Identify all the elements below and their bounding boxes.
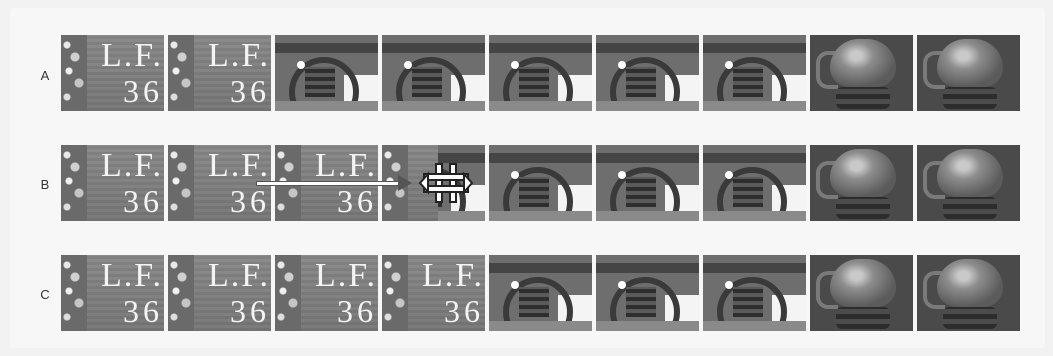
frame-text: L.F. 36 bbox=[61, 35, 166, 111]
right-arrow-icon bbox=[257, 182, 403, 185]
frame-jar bbox=[810, 145, 915, 221]
strip-row-c: L.F. 36 L.F. 36 L.F. 36 L.F. 36 bbox=[61, 255, 1017, 331]
frame-text-line1: L.F. bbox=[208, 257, 270, 295]
frame-text-line1: L.F. bbox=[208, 37, 270, 75]
frame-locomotive bbox=[596, 255, 701, 331]
frame-locomotive bbox=[703, 255, 808, 331]
frame-text-line2: 36 bbox=[337, 293, 377, 330]
frame-locomotive bbox=[703, 35, 808, 111]
frame-text-line2: 36 bbox=[123, 73, 163, 110]
frame-text-line2: 36 bbox=[230, 183, 270, 220]
frame-locomotive bbox=[596, 35, 701, 111]
frame-text-line2: 36 bbox=[123, 183, 163, 220]
frame-text-line2: 36 bbox=[230, 73, 270, 110]
frame-locomotive bbox=[596, 145, 701, 221]
strip-row-b: L.F. 36 L.F. 36 L.F. 36 bbox=[61, 145, 1017, 221]
row-label-b: B bbox=[38, 177, 52, 192]
frame-text: L.F. 36 bbox=[168, 255, 273, 331]
frame-text: L.F. 36 bbox=[382, 255, 487, 331]
frame-text-line2: 36 bbox=[337, 183, 377, 220]
arrow-head-icon bbox=[398, 175, 412, 191]
frame-text-line1: L.F. bbox=[101, 37, 163, 75]
frame-locomotive bbox=[489, 35, 594, 111]
frame-text: L.F. 36 bbox=[61, 145, 166, 221]
move-cursor-icon[interactable] bbox=[418, 160, 474, 206]
row-label-c: C bbox=[38, 287, 52, 302]
frame-locomotive bbox=[703, 145, 808, 221]
frame-jar bbox=[810, 255, 915, 331]
frame-text-line1: L.F. bbox=[208, 147, 270, 185]
frame-text: L.F. 36 bbox=[61, 255, 166, 331]
frame-jar bbox=[917, 255, 1022, 331]
frame-text-line1: L.F. bbox=[101, 147, 163, 185]
frame-text-line2: 36 bbox=[230, 293, 270, 330]
frame-text-line2: 36 bbox=[444, 293, 484, 330]
frame-locomotive bbox=[489, 255, 594, 331]
frame-jar bbox=[917, 35, 1022, 111]
frame-text-line1: L.F. bbox=[315, 147, 377, 185]
frame-locomotive bbox=[382, 35, 487, 111]
row-label-a: A bbox=[38, 68, 52, 83]
frame-text-line1: L.F. bbox=[422, 257, 484, 295]
frame-text: L.F. 36 bbox=[168, 35, 273, 111]
frame-locomotive bbox=[275, 35, 380, 111]
frame-text-line2: 36 bbox=[123, 293, 163, 330]
strip-row-a: L.F. 36 L.F. 36 bbox=[61, 35, 1017, 111]
frame-locomotive bbox=[489, 145, 594, 221]
frame-text: L.F. 36 bbox=[275, 255, 380, 331]
frame-text-line1: L.F. bbox=[315, 257, 377, 295]
frame-jar bbox=[917, 145, 1022, 221]
frame-jar bbox=[810, 35, 915, 111]
frame-text-line1: L.F. bbox=[101, 257, 163, 295]
